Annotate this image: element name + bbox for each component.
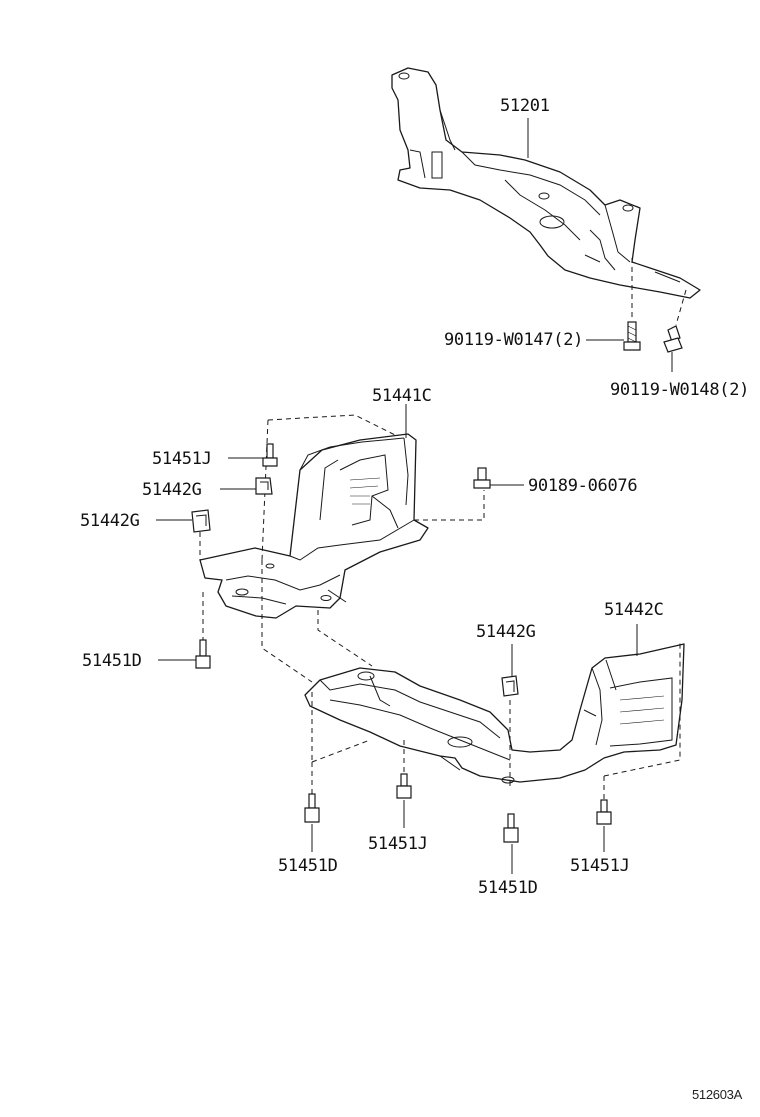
label-bolt-j-upper: 51451J bbox=[152, 449, 212, 469]
label-bolt-a: 90119-W0147(2) bbox=[444, 330, 584, 350]
label-clip-center: 51442G bbox=[476, 622, 536, 642]
clip-51442g-left bbox=[191, 509, 211, 533]
bolt-51451j-center bbox=[396, 740, 412, 799]
label-bolt-d-bottom-center: 51451D bbox=[478, 878, 538, 898]
bolt-51451j-right bbox=[596, 799, 612, 825]
label-bolt-b: 90119-W0148(2) bbox=[610, 380, 750, 400]
bolt-51451d-bottom-left bbox=[304, 762, 320, 823]
label-bolt-d-bottom-left: 51451D bbox=[278, 856, 338, 876]
clip-51442g-upper bbox=[255, 477, 273, 495]
label-front-cover: 51441C bbox=[372, 386, 432, 406]
crossmember-part bbox=[391, 67, 701, 299]
label-clip-upper: 51442G bbox=[142, 480, 202, 500]
label-bolt-d-left: 51451D bbox=[82, 651, 142, 671]
bolt-51451d-left bbox=[195, 592, 211, 669]
label-bolt-j-center: 51451J bbox=[368, 834, 428, 854]
rear-cover-part bbox=[304, 643, 685, 784]
label-clip-left: 51442G bbox=[80, 511, 140, 531]
bolt-51451j-upper bbox=[262, 443, 278, 467]
screw-90189-06076 bbox=[473, 467, 491, 489]
label-screw-right: 90189-06076 bbox=[528, 476, 638, 496]
label-rear-cover: 51442C bbox=[604, 600, 664, 620]
label-bolt-j-right: 51451J bbox=[570, 856, 630, 876]
bolt-90119-w0148 bbox=[663, 289, 687, 353]
label-crossmember: 51201 bbox=[500, 96, 550, 116]
diagram-code: 512603A bbox=[692, 1087, 742, 1102]
front-cover-part bbox=[199, 433, 429, 619]
clip-51442g-center bbox=[501, 675, 519, 697]
bolt-90119-w0147 bbox=[623, 258, 641, 351]
bolt-51451d-bottom-center bbox=[503, 813, 519, 843]
